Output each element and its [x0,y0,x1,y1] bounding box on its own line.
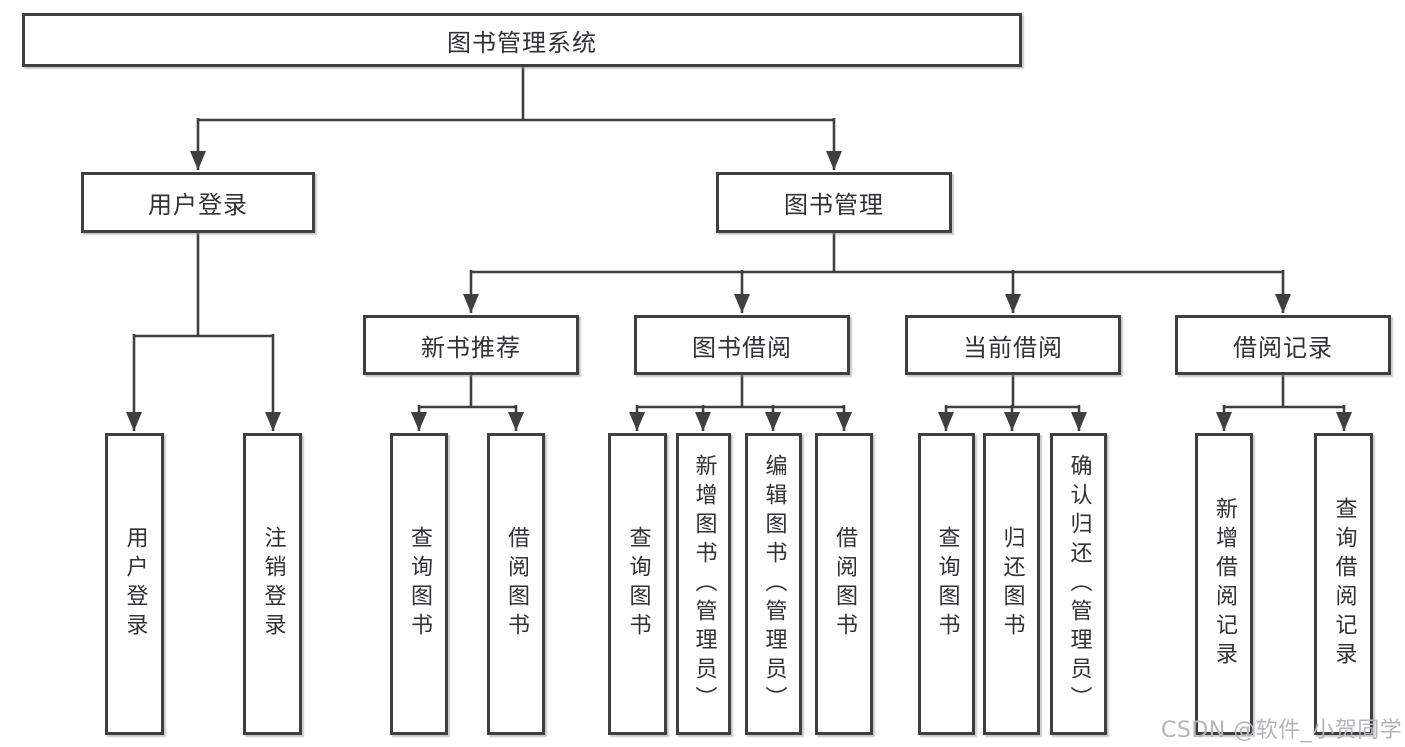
node-bb-borrow: 借阅图书 [815,433,873,735]
node-rec-borrow: 借阅图书 [487,433,545,735]
node-bb-query: 查询图书 [608,433,667,735]
edges-root [190,66,842,170]
edges-borrow-record [1216,375,1352,431]
node-user-login: 用户登录 [81,172,315,233]
node-ul-logout: 注销登录 [243,433,302,735]
edges-new-book-rec [411,375,524,431]
edges-book-borrow [629,375,852,431]
node-cb-query: 查询图书 [918,433,975,735]
node-bb-add: 新增图书（管理员） [676,433,731,735]
csdn-watermark: CSDN @软件_小贺同学 [1161,718,1403,743]
node-book-borrow: 图书借阅 [634,315,850,375]
edges-current-borrow [938,375,1087,431]
node-rec-query: 查询图书 [390,433,448,735]
node-book-mgmt: 图书管理 [716,172,952,233]
node-current-borrow: 当前借阅 [905,315,1121,375]
node-ul-login: 用户登录 [105,433,164,735]
edges-book-mgmt [463,233,1291,313]
node-cb-confirm: 确认归还（管理员） [1050,433,1107,735]
node-br-query: 查询借阅记录 [1314,433,1373,735]
edges-user-login [126,233,281,431]
node-br-add: 新增借阅记录 [1195,433,1253,735]
node-bb-edit: 编辑图书（管理员） [745,433,802,735]
node-cb-return: 归还图书 [983,433,1040,735]
node-borrow-record: 借阅记录 [1175,315,1391,375]
node-root: 图书管理系统 [22,13,1022,67]
node-new-book-rec: 新书推荐 [363,315,579,375]
